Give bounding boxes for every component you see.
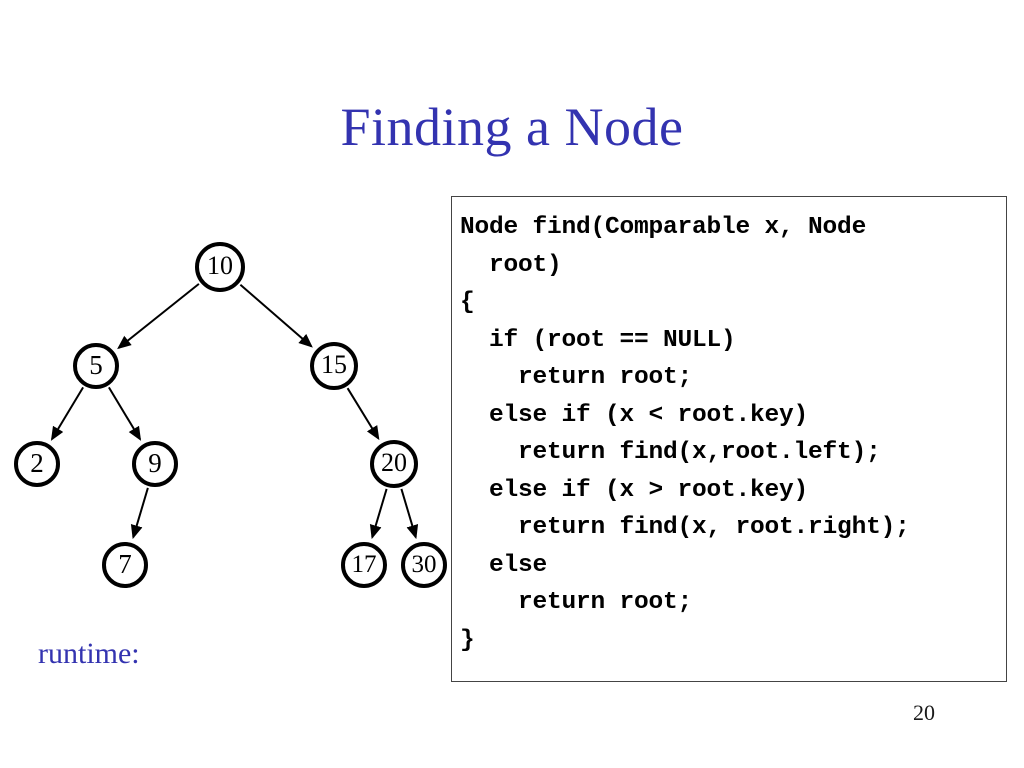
- tree-edge-n5-to-n9: [108, 386, 142, 441]
- tree-node-9[interactable]: 9: [132, 441, 178, 487]
- tree-node-label: 15: [321, 350, 347, 379]
- tree-node-label: 17: [351, 550, 377, 578]
- tree-edges-svg: [50, 283, 419, 540]
- tree-node-20[interactable]: 20: [370, 440, 418, 488]
- tree-edge-n10-to-n15: [239, 283, 313, 348]
- code-listing-box: Node find(Comparable x, Node root) { if (…: [451, 196, 1007, 682]
- tree-node-label: 10: [207, 251, 233, 280]
- code-line: else: [460, 551, 548, 579]
- binary-search-tree-diagram: 10 5 15 2 9 20 7 17 30: [0, 230, 450, 610]
- tree-node-label: 20: [381, 448, 407, 477]
- tree-edge-n20-to-n17: [369, 488, 388, 540]
- tree-node-30[interactable]: 30: [401, 542, 447, 588]
- code-line: Node find(Comparable x, Node: [460, 214, 867, 241]
- code-line: {: [460, 289, 475, 316]
- tree-node-label: 30: [411, 550, 437, 578]
- tree-edge-n10-to-n5: [117, 283, 200, 350]
- page-title: Finding a Node: [340, 97, 684, 157]
- tree-node-2[interactable]: 2: [14, 441, 60, 487]
- code-line: else if (x > root.key): [460, 476, 809, 504]
- tree-node-10[interactable]: 10: [195, 242, 245, 292]
- tree-node-label: 5: [89, 349, 103, 380]
- tree-node-label: 9: [148, 447, 162, 478]
- code-line: return find(x, root.right);: [460, 514, 910, 541]
- code-line: return root;: [460, 589, 693, 616]
- tree-edge-layer: [50, 283, 419, 540]
- runtime-label: runtime:: [38, 637, 140, 670]
- tree-edge-n9-to-n7: [130, 487, 149, 540]
- tree-edge-n15-to-n20: [346, 387, 380, 441]
- tree-edge-n20-to-n30: [400, 488, 419, 540]
- tree-node-17[interactable]: 17: [341, 542, 387, 588]
- tree-node-7[interactable]: 7: [102, 542, 148, 588]
- code-line: return root;: [460, 364, 693, 391]
- code-line: if (root == NULL): [460, 326, 736, 354]
- tree-edge-n5-to-n2: [50, 386, 84, 441]
- tree-node-label: 7: [118, 548, 132, 579]
- code-line: return find(x,root.left);: [460, 439, 881, 466]
- tree-node-label: 2: [30, 447, 44, 478]
- tree-node-15[interactable]: 15: [310, 342, 358, 390]
- code-line: root): [460, 251, 562, 279]
- tree-node-5[interactable]: 5: [73, 343, 119, 389]
- page-number: 20: [913, 700, 935, 725]
- code-line: else if (x < root.key): [460, 401, 809, 429]
- code-line: }: [460, 626, 475, 654]
